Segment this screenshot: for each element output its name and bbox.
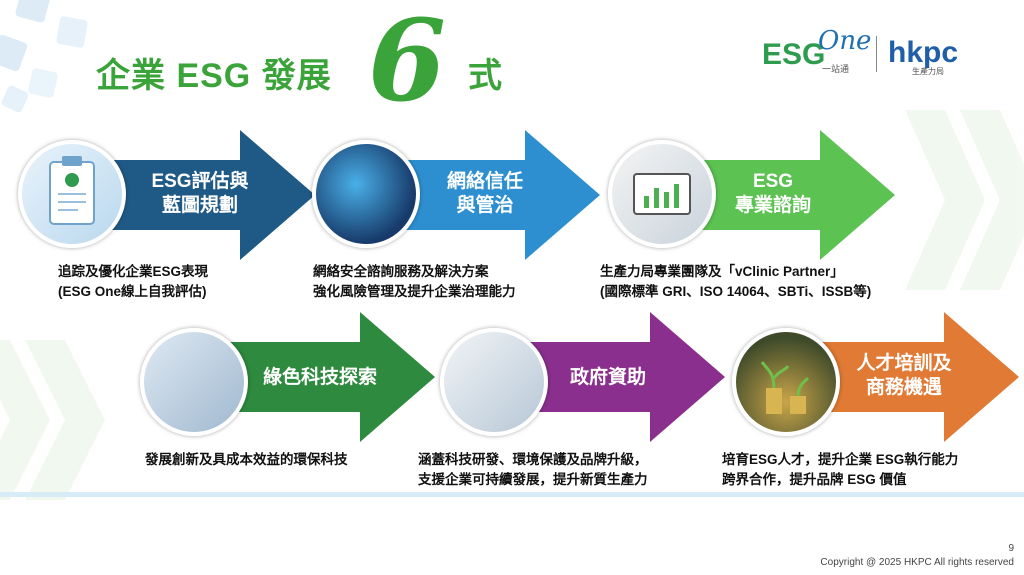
step-2-desc-line1: 網絡安全諮詢服務及解決方案 <box>313 264 489 279</box>
step-5-label-line1: 政府資助 <box>569 367 646 388</box>
esg-one-logo-subtitle: 一站通 <box>822 64 850 74</box>
step-1-desc-line1: 追踪及優化企業ESG表現 <box>58 264 209 279</box>
step-2-label-line2: 與管治 <box>456 194 514 216</box>
arrow-step-4 <box>180 312 435 442</box>
step-2-description: 網絡安全諮詢服務及解決方案 強化風險管理及提升企業治理能力 <box>313 262 516 301</box>
footer-divider <box>0 492 1024 497</box>
page-title: 企業 ESG 發展 <box>96 57 332 95</box>
step-6-desc-line1: 培育ESG人才，提升企業 ESG執行能力 <box>722 452 959 467</box>
step-3-description: 生產力局專業團隊及「vClinic Partner」 (國際標準 GRI、ISO… <box>600 262 871 301</box>
step-5-label: 政府資助 <box>548 366 668 390</box>
step-6-label-line2: 商務機遇 <box>865 376 942 398</box>
clipboard-icon <box>49 156 95 225</box>
hkpc-logo: hkpc <box>888 36 959 69</box>
lab-technology-image <box>140 328 248 436</box>
coins-plant-image <box>732 328 840 436</box>
scorecard-image <box>18 140 126 248</box>
step-4-label-line1: 綠色科技探索 <box>262 367 377 388</box>
step-3-label-line2: 專業諮詢 <box>734 194 811 216</box>
coin-stack-icon <box>760 361 810 414</box>
step-6-label-line1: 人才培訓及 <box>856 353 952 374</box>
government-funding-image <box>440 328 548 436</box>
title-suffix: 式 <box>468 57 502 95</box>
step-2-desc-line2: 強化風險管理及提升企業治理能力 <box>313 283 516 299</box>
step-4-desc-line1: 發展創新及具成本效益的環保科技 <box>145 452 348 467</box>
step-2-label: 網絡信任 與管治 <box>425 170 545 218</box>
step-3-desc-line2: (國際標準 GRI、ISO 14064、SBTi、ISSB等) <box>600 283 872 299</box>
step-3-desc-line1: 生產力局專業團隊及「vClinic Partner」 <box>600 264 844 279</box>
step-6-desc-line2: 跨界合作，提升品牌 ESG 價值 <box>722 471 907 487</box>
step-5-description: 涵蓋科技研發、環境保護及品牌升級， 支援企業可持續發展，提升新質生產力 <box>418 450 648 489</box>
copyright-text: Copyright @ 2025 HKPC All rights reserve… <box>820 557 1014 568</box>
step-1-description: 追踪及優化企業ESG表現 (ESG One線上自我評估) <box>58 262 208 301</box>
logo-divider <box>876 36 877 72</box>
page-number: 9 <box>1008 543 1014 554</box>
hkpc-logo-subtitle: 生產力局 <box>912 67 944 76</box>
tablet-chart-icon <box>633 173 691 215</box>
step-3-label-line1: ESG <box>752 171 794 192</box>
step-1-label-line1: ESG評估與 <box>151 171 249 192</box>
esg-one-logo-script: One <box>818 26 872 56</box>
step-5-desc-line2: 支援企業可持續發展，提升新質生產力 <box>418 471 648 487</box>
step-6-label: 人才培訓及 商務機遇 <box>842 352 966 400</box>
step-1-label-line2: 藍圖規劃 <box>161 194 238 216</box>
step-1-desc-line2: (ESG One線上自我評估) <box>58 283 207 299</box>
esg-one-logo-text: ESG <box>762 38 826 71</box>
step-4-label: 綠色科技探索 <box>250 366 390 390</box>
step-4-description: 發展創新及具成本效益的環保科技 <box>145 450 348 470</box>
title-number: 6 <box>368 0 446 127</box>
consulting-tablet-image <box>608 140 716 248</box>
step-5-desc-line1: 涵蓋科技研發、環境保護及品牌升級， <box>418 452 648 467</box>
step-1-label: ESG評估與 藍圖規劃 <box>130 170 270 218</box>
cyber-security-image <box>312 140 420 248</box>
step-3-label: ESG 專業諮詢 <box>718 170 828 218</box>
step-6-description: 培育ESG人才，提升企業 ESG執行能力 跨界合作，提升品牌 ESG 價值 <box>722 450 958 489</box>
step-2-label-line1: 網絡信任 <box>446 171 523 192</box>
arrow-step-1 <box>60 130 315 260</box>
